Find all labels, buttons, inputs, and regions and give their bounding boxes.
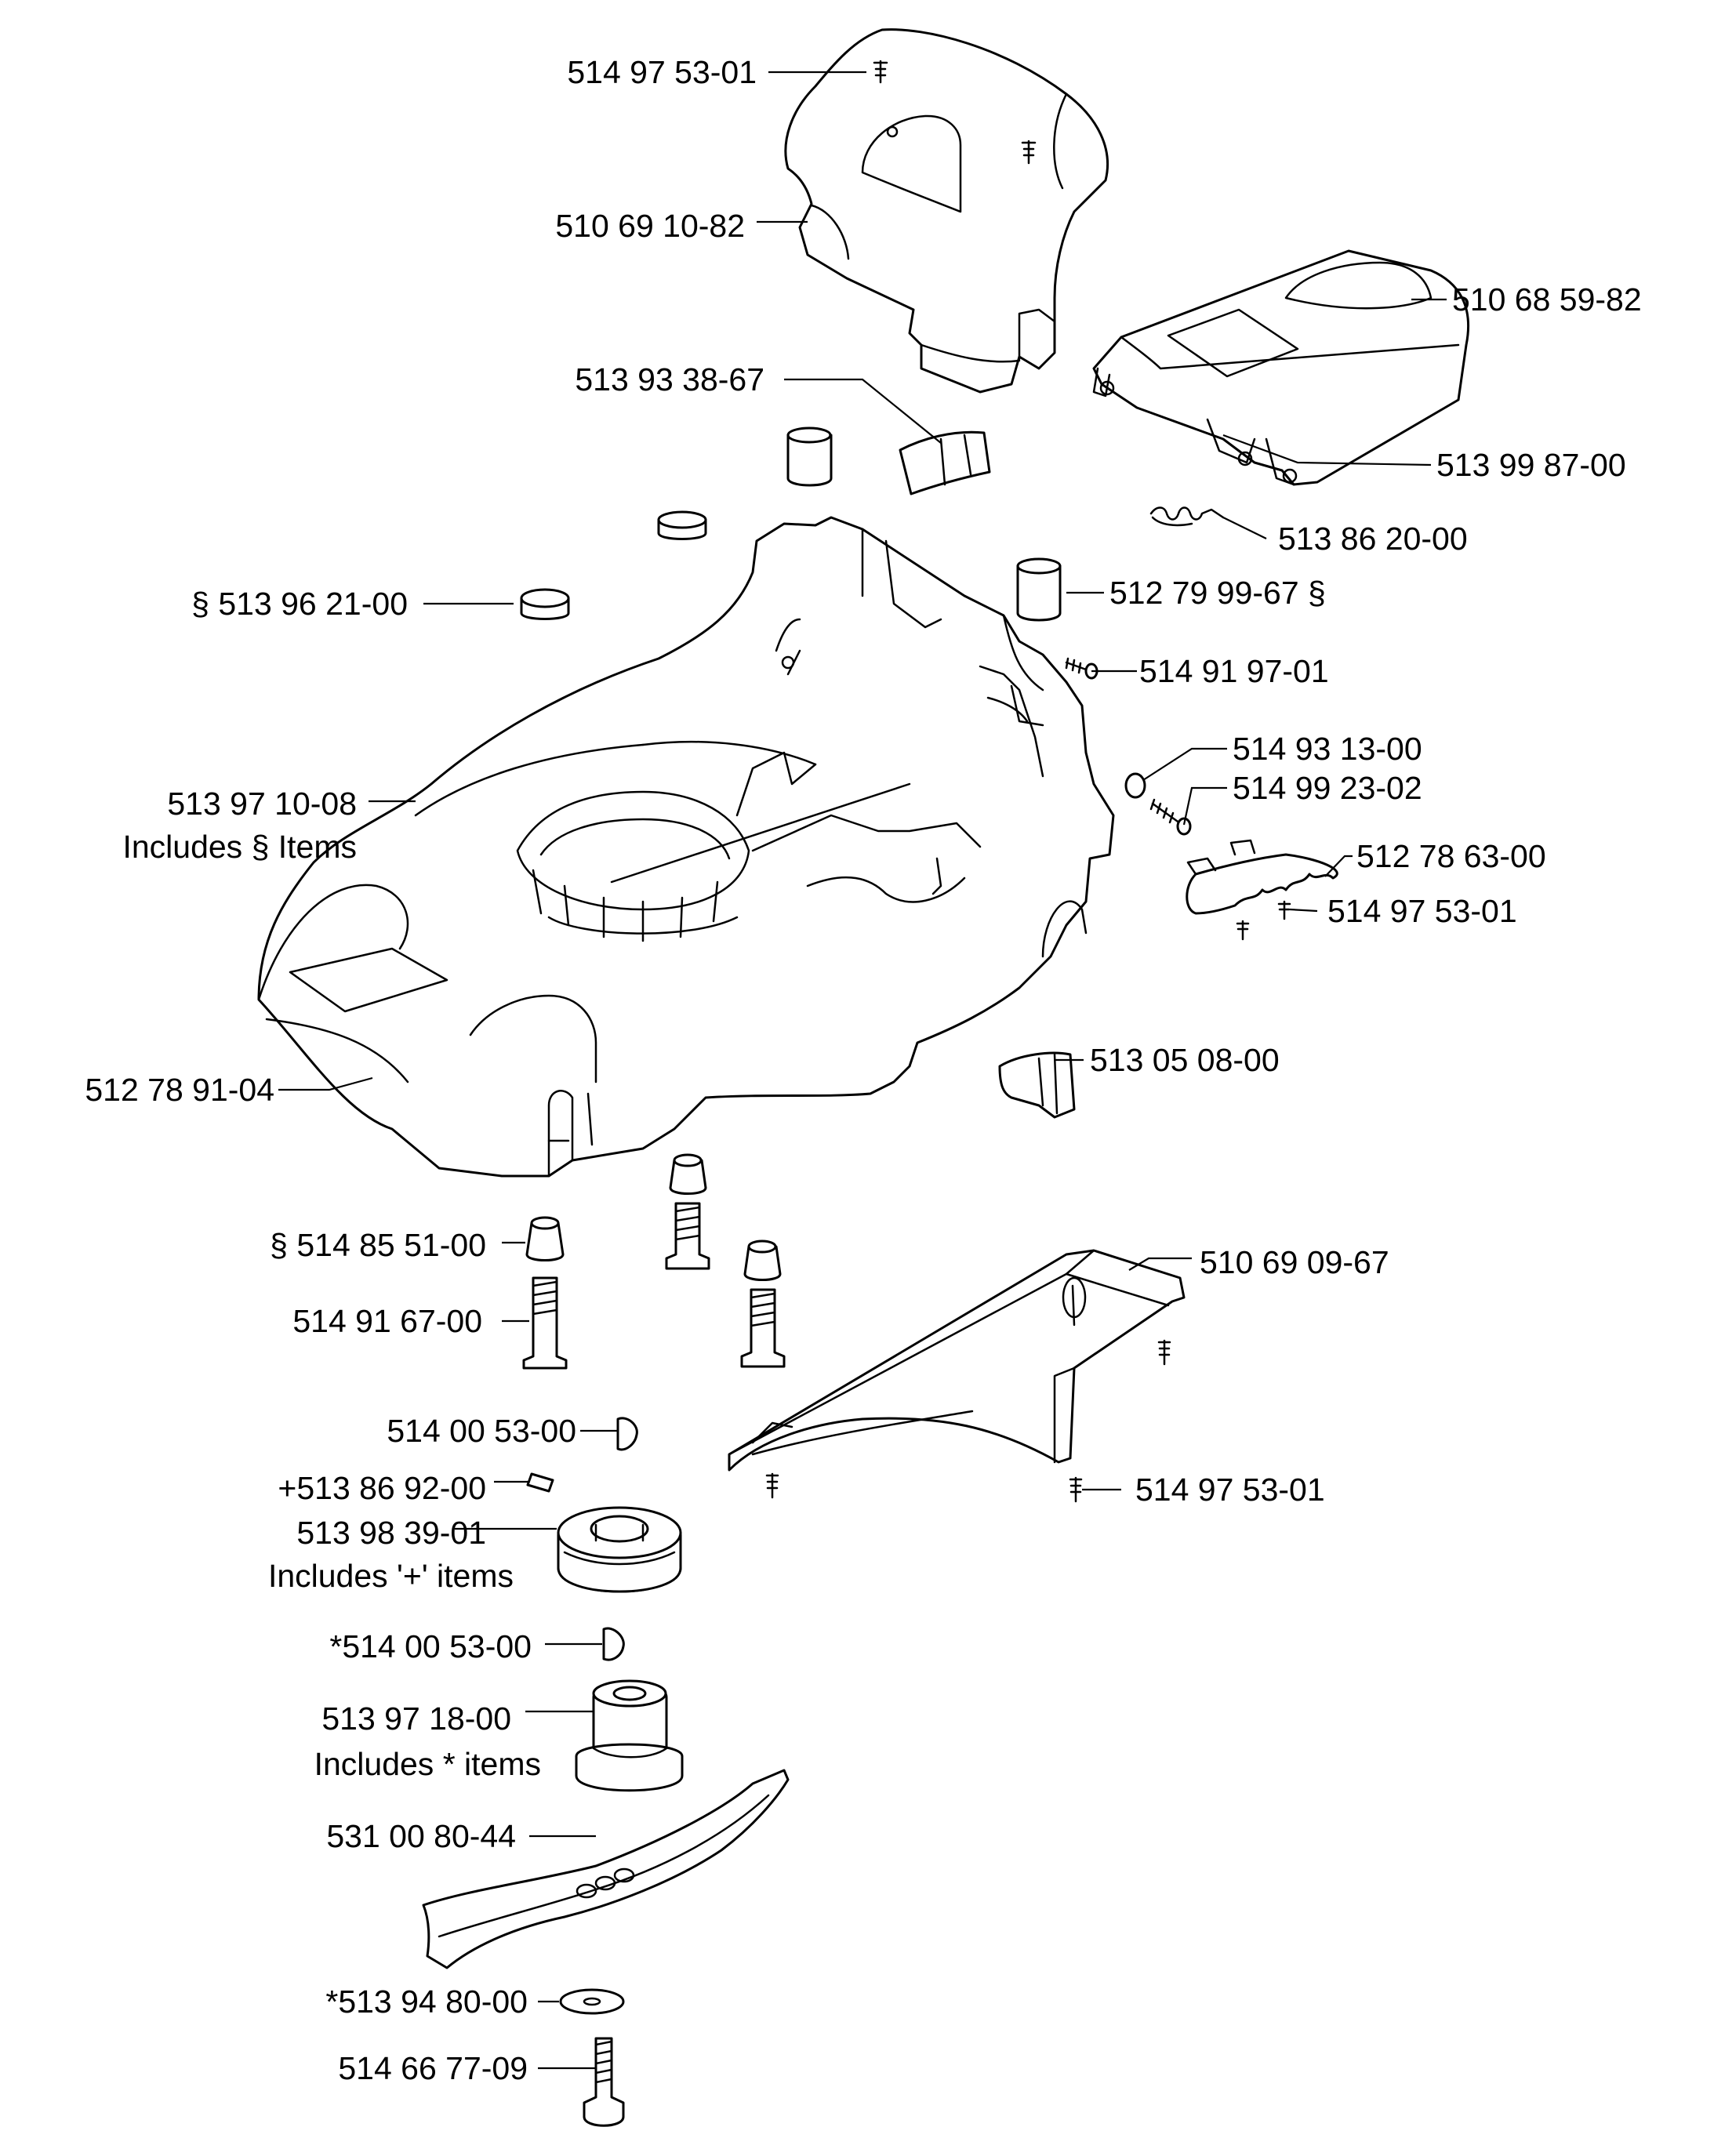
bolt-part [1149,798,1192,836]
part-number-label: 510 69 09-67 [1200,1244,1389,1280]
spacer-part [786,426,1062,622]
part-number-label: 510 69 10-82 [555,208,745,244]
part-number-label: 513 99 87-00 [1436,447,1626,483]
part-number-label: § 514 85 51-00 [270,1227,486,1263]
pulley-part [557,1506,682,1593]
part-number-label: *514 00 53-00 [329,1628,532,1664]
part-number-label: 514 00 53-00 [387,1413,576,1449]
deflector-plate-part [728,1249,1186,1503]
latch-part [998,1051,1076,1119]
part-number-label: 513 98 39-01 [296,1515,486,1551]
mower-deck-part [257,516,1115,1178]
part-labels: 514 97 53-01 510 69 10-82 510 68 59-82 5… [85,54,1641,2086]
part-number-label: +513 86 92-00 [278,1470,486,1506]
part-number-label: 512 79 99-67 § [1109,575,1326,611]
part-number-label: 531 00 80-44 [326,1818,516,1854]
part-number-label: 514 66 77-09 [338,2050,528,2086]
part-number-label: 510 68 59-82 [1452,281,1642,318]
blade-adapter-part [575,1679,684,1792]
part-number-label: 514 91 67-00 [292,1303,482,1339]
part-number-label: *513 94 80-00 [325,1984,528,2020]
screw-part [1065,657,1098,680]
part-number-label: 513 97 18-00 [321,1700,511,1737]
part-number-label: 513 86 20-00 [1278,521,1468,557]
wheel-bolt-part [740,1240,786,1368]
wheel-bolt-part [665,1153,710,1270]
part-number-label: 514 97 53-01 [567,54,757,90]
part-number-label: 513 05 08-00 [1090,1042,1280,1078]
pin-part [526,1472,554,1493]
washer-part [1124,772,1146,799]
part-number-label: 514 97 53-01 [1327,893,1517,929]
rear-flap-part [1092,249,1470,486]
leader-lines [278,71,1447,2070]
part-number-label: 514 93 13-00 [1233,731,1422,767]
part-number-label: 514 99 23-02 [1233,770,1422,806]
part-number-label: 513 97 10-08 [167,786,357,822]
blade-bolt-part [583,2037,625,2127]
comb-part [1186,839,1338,941]
part-number-label: 512 78 91-04 [85,1072,274,1108]
blade-part [422,1769,790,1969]
part-note-label: Includes § Items [122,829,357,865]
part-number-label: § 513 96 21-00 [191,586,408,622]
spring-part [1149,506,1225,527]
part-number-label: 513 93 38-67 [575,361,764,397]
key-part [602,1627,625,1661]
key-part [616,1417,638,1451]
decal-part [899,430,991,495]
wheel-bolt-part [522,1216,568,1370]
part-number-label: 514 97 53-01 [1135,1472,1325,1508]
part-number-label: 512 78 63-00 [1356,838,1546,874]
part-note-label: Includes * items [314,1746,541,1782]
blade-washer-part [559,1988,625,2015]
part-number-label: 514 91 97-01 [1139,653,1329,689]
part-note-label: Includes '+' items [268,1558,514,1594]
rear-shroud-part [784,28,1109,394]
